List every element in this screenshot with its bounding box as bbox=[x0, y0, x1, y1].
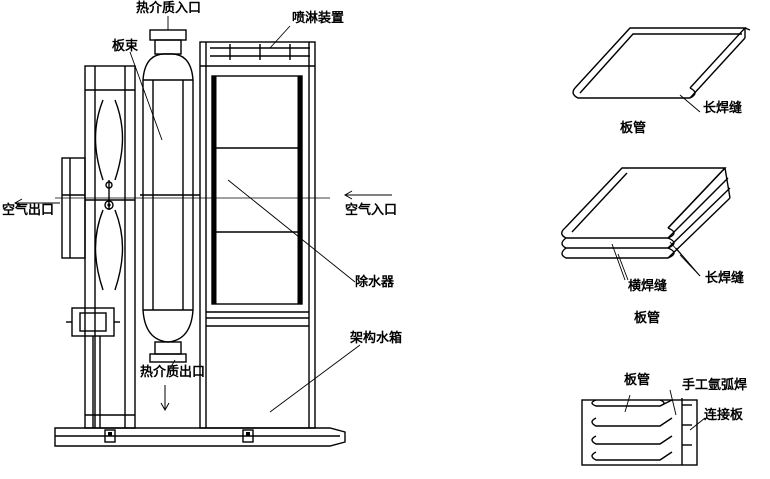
label-air-inlet: 空气入口 bbox=[345, 203, 398, 218]
label-plate-tube-1: 板管 bbox=[620, 121, 647, 136]
label-long-weld-2: 长焊缝 bbox=[705, 271, 745, 286]
label-cross-weld: 横焊缝 bbox=[628, 279, 668, 294]
left-column bbox=[61, 65, 136, 443]
plate-tube-stack bbox=[561, 167, 731, 281]
right-frame bbox=[199, 41, 316, 443]
arrows bbox=[13, 190, 392, 412]
decorative-marks bbox=[107, 203, 250, 436]
base-platform bbox=[54, 427, 346, 447]
demister-edges bbox=[211, 76, 303, 304]
plate-bundle-vessel bbox=[140, 29, 200, 363]
label-hot-medium-inlet: 热介质入口 bbox=[136, 1, 202, 16]
label-plate-tube-3: 板管 bbox=[624, 373, 651, 388]
label-air-outlet: 空气出口 bbox=[2, 203, 55, 218]
label-connecting-plate: 连接板 bbox=[704, 408, 744, 423]
label-manual-argon-weld: 手工氩弧焊 bbox=[682, 378, 748, 393]
label-plate-tube-2: 板管 bbox=[634, 311, 661, 326]
plate-tube-single bbox=[572, 27, 751, 113]
label-hot-medium-outlet: 热介质出口 bbox=[140, 365, 206, 380]
label-spray-device: 喷淋装置 bbox=[292, 11, 345, 26]
label-demister: 除水器 bbox=[355, 275, 395, 290]
label-plate-bundle: 板束 bbox=[112, 39, 139, 54]
label-frame-water-tank: 架构水箱 bbox=[350, 331, 403, 346]
leader-lines bbox=[129, 16, 361, 413]
connecting-plate-detail bbox=[581, 389, 706, 466]
label-long-weld-1: 长焊缝 bbox=[703, 101, 743, 116]
